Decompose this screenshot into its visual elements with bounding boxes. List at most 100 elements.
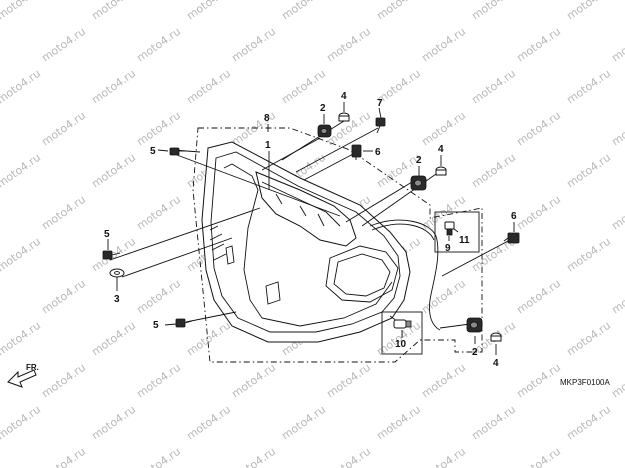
watermark-text: moto4.ru xyxy=(564,67,613,107)
callout-3: 3 xyxy=(114,294,120,305)
watermark-text: moto4.ru xyxy=(469,151,518,191)
watermark-text: moto4.ru xyxy=(324,445,373,468)
watermark-text: moto4.ru xyxy=(419,361,468,401)
watermark-text: moto4.ru xyxy=(89,319,138,359)
callout-1: 1 xyxy=(265,140,271,151)
watermark-text: moto4.ru xyxy=(89,403,138,443)
watermark-text: moto4.ru xyxy=(374,0,423,22)
bolt-icon xyxy=(175,318,193,328)
watermark-text: moto4.ru xyxy=(514,25,563,65)
callout-5: 5 xyxy=(104,229,110,240)
watermark-text: moto4.ru xyxy=(419,109,468,149)
watermark-text: moto4.ru xyxy=(134,277,183,317)
socket-icon xyxy=(444,221,455,236)
callout-6: 6 xyxy=(375,147,381,158)
watermark-text: moto4.ru xyxy=(469,403,518,443)
watermark-text: moto4.ru xyxy=(184,0,233,22)
fasteners xyxy=(102,112,520,355)
watermark-text: moto4.ru xyxy=(609,277,625,317)
callout-5: 5 xyxy=(153,320,159,331)
callout-8: 8 xyxy=(264,113,270,124)
watermark-text: moto4.ru xyxy=(419,277,468,317)
socket-detail-box xyxy=(434,211,480,253)
bolt-icon xyxy=(169,147,186,156)
bulb-icon xyxy=(393,319,412,329)
callout-10: 10 xyxy=(395,339,407,350)
watermark-text: moto4.ru xyxy=(39,109,88,149)
screw-icon xyxy=(375,117,386,134)
assembly-boundary xyxy=(192,127,483,363)
watermark-text: moto4.ru xyxy=(184,319,233,359)
callout-4: 4 xyxy=(341,91,347,102)
watermark-text: moto4.ru xyxy=(514,277,563,317)
watermark-text: moto4.ru xyxy=(0,235,43,275)
clip-icon xyxy=(503,232,520,244)
watermark-text: moto4.ru xyxy=(39,277,88,317)
watermark-text: moto4.ru xyxy=(609,361,625,401)
watermark-text: moto4.ru xyxy=(39,25,88,65)
collar-icon xyxy=(435,166,447,176)
watermark-text: moto4.ru xyxy=(229,361,278,401)
watermark-text: moto4.ru xyxy=(134,25,183,65)
watermark-text: moto4.ru xyxy=(229,25,278,65)
watermark-text: moto4.ru xyxy=(564,319,613,359)
watermark-text: moto4.ru xyxy=(279,403,328,443)
watermark-text: moto4.ru xyxy=(514,445,563,468)
callout-4: 4 xyxy=(493,358,499,369)
watermark-text: moto4.ru xyxy=(609,193,625,233)
watermark-text: moto4.ru xyxy=(229,445,278,468)
watermark-text: moto4.ru xyxy=(374,403,423,443)
watermark-text: moto4.ru xyxy=(514,361,563,401)
grommet-icon xyxy=(466,317,483,333)
direction-label: FR. xyxy=(26,363,39,372)
watermark-text: moto4.ru xyxy=(564,403,613,443)
callout-7: 7 xyxy=(377,98,383,109)
watermark-text: moto4.ru xyxy=(134,109,183,149)
callout-5: 5 xyxy=(150,146,156,157)
watermark-text: moto4.ru xyxy=(0,151,43,191)
washer-icon xyxy=(109,268,125,278)
bolt-icon xyxy=(102,250,121,260)
callout-9: 9 xyxy=(445,243,451,254)
callout-11: 11 xyxy=(459,235,470,246)
watermark-text: moto4.ru xyxy=(279,67,328,107)
watermark-text: moto4.ru xyxy=(0,0,43,22)
watermark-text: moto4.ru xyxy=(0,319,43,359)
watermark-text: moto4.ru xyxy=(419,25,468,65)
watermark-text: moto4.ru xyxy=(324,25,373,65)
bulb-detail-box xyxy=(381,311,423,355)
watermark-text: moto4.ru xyxy=(609,445,625,468)
watermark-text: moto4.ru xyxy=(39,193,88,233)
watermark-text: moto4.ru xyxy=(469,0,518,22)
watermark-text: moto4.ru xyxy=(564,151,613,191)
callout-2: 2 xyxy=(416,155,422,166)
watermark-text: moto4.ru xyxy=(134,361,183,401)
callout-4: 4 xyxy=(438,144,444,155)
watermark-text: moto4.ru xyxy=(279,0,328,22)
watermark-text: moto4.ru xyxy=(39,361,88,401)
watermark-text: moto4.ru xyxy=(514,193,563,233)
watermark-text: moto4.ru xyxy=(564,235,613,275)
watermark-text: moto4.ru xyxy=(89,67,138,107)
callout-2: 2 xyxy=(472,347,478,358)
watermark-text: moto4.ru xyxy=(89,0,138,22)
grommet-icon xyxy=(410,175,427,191)
diagram-code: MKP3F0100A xyxy=(560,378,610,387)
watermark-text: moto4.ru xyxy=(324,361,373,401)
grommet-icon xyxy=(317,124,332,138)
watermark-text: moto4.ru xyxy=(564,0,613,22)
watermark-text: moto4.ru xyxy=(89,151,138,191)
callouts: 1 8 2 4 7 6 5 2 4 11 9 6 5 3 5 10 2 4 xyxy=(104,91,517,369)
headlight-housing xyxy=(201,141,441,343)
watermark-text: moto4.ru xyxy=(609,109,625,149)
watermark-text: moto4.ru xyxy=(609,25,625,65)
watermark-text: moto4.ru xyxy=(184,403,233,443)
watermark-text: moto4.ru xyxy=(0,67,43,107)
watermark-text: moto4.ru xyxy=(0,403,43,443)
watermark-text: moto4.ru xyxy=(419,445,468,468)
watermark-text: moto4.ru xyxy=(229,109,278,149)
callout-2: 2 xyxy=(320,103,326,114)
watermark-text: moto4.ru xyxy=(514,109,563,149)
collar-icon xyxy=(490,332,502,342)
